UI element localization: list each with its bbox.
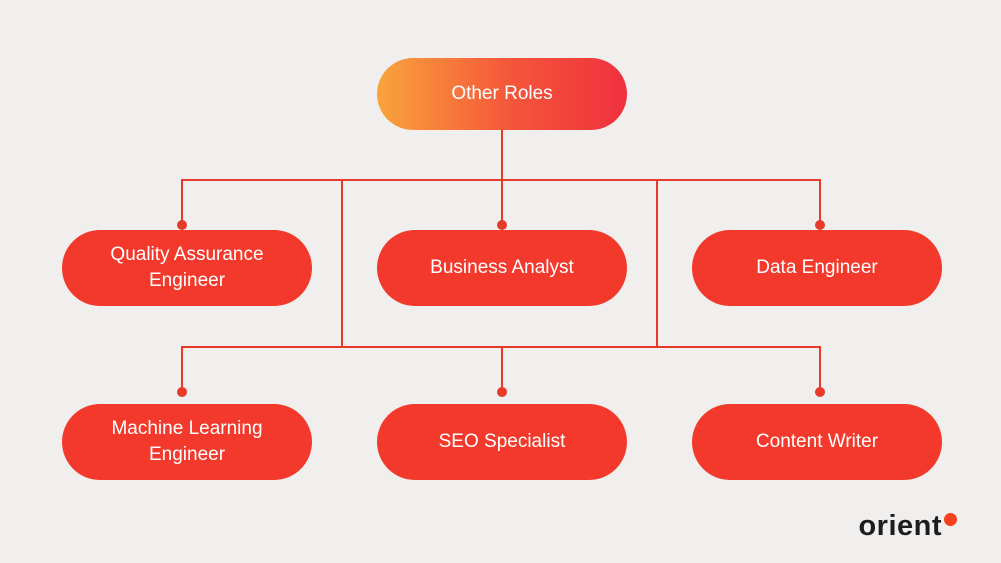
role-label: Business Analyst [430,257,574,279]
role-node-quality-assurance-engineer: Quality Assurance Engineer [62,230,312,306]
connector-dot-cw [815,387,825,397]
role-node-business-analyst: Business Analyst [377,230,627,306]
connector-drop-mle [181,347,183,392]
connector-drop-ba [501,180,503,225]
root-node-other-roles: Other Roles [377,58,627,130]
role-node-seo-specialist: SEO Specialist [377,404,627,480]
connector-dot-qa [177,220,187,230]
connector-dot-de [815,220,825,230]
connector-pass-left [341,180,343,347]
role-label: SEO Specialist [438,431,566,453]
role-node-content-writer: Content Writer [692,404,942,480]
role-label: Data Engineer [756,257,878,279]
connector-dot-ba [497,220,507,230]
brand-name: orient [858,510,942,542]
connector-pass-right [656,180,658,347]
role-label: Quality Assurance Engineer [110,244,264,291]
role-node-machine-learning-engineer: Machine Learning Engineer [62,404,312,480]
role-node-data-engineer: Data Engineer [692,230,942,306]
connector-drop-cw [819,347,821,392]
connector-dot-mle [177,387,187,397]
connector-root-drop [501,130,503,180]
role-label: Content Writer [755,431,879,453]
connector-drop-de [819,180,821,225]
root-node-label: Other Roles [451,83,553,105]
connector-drop-seo [501,347,503,392]
connector-drop-qa [181,180,183,225]
brand-logo: orient [858,510,957,543]
connector-dot-seo [497,387,507,397]
brand-dot-icon [944,513,957,526]
role-label: Machine Learning Engineer [111,418,263,465]
